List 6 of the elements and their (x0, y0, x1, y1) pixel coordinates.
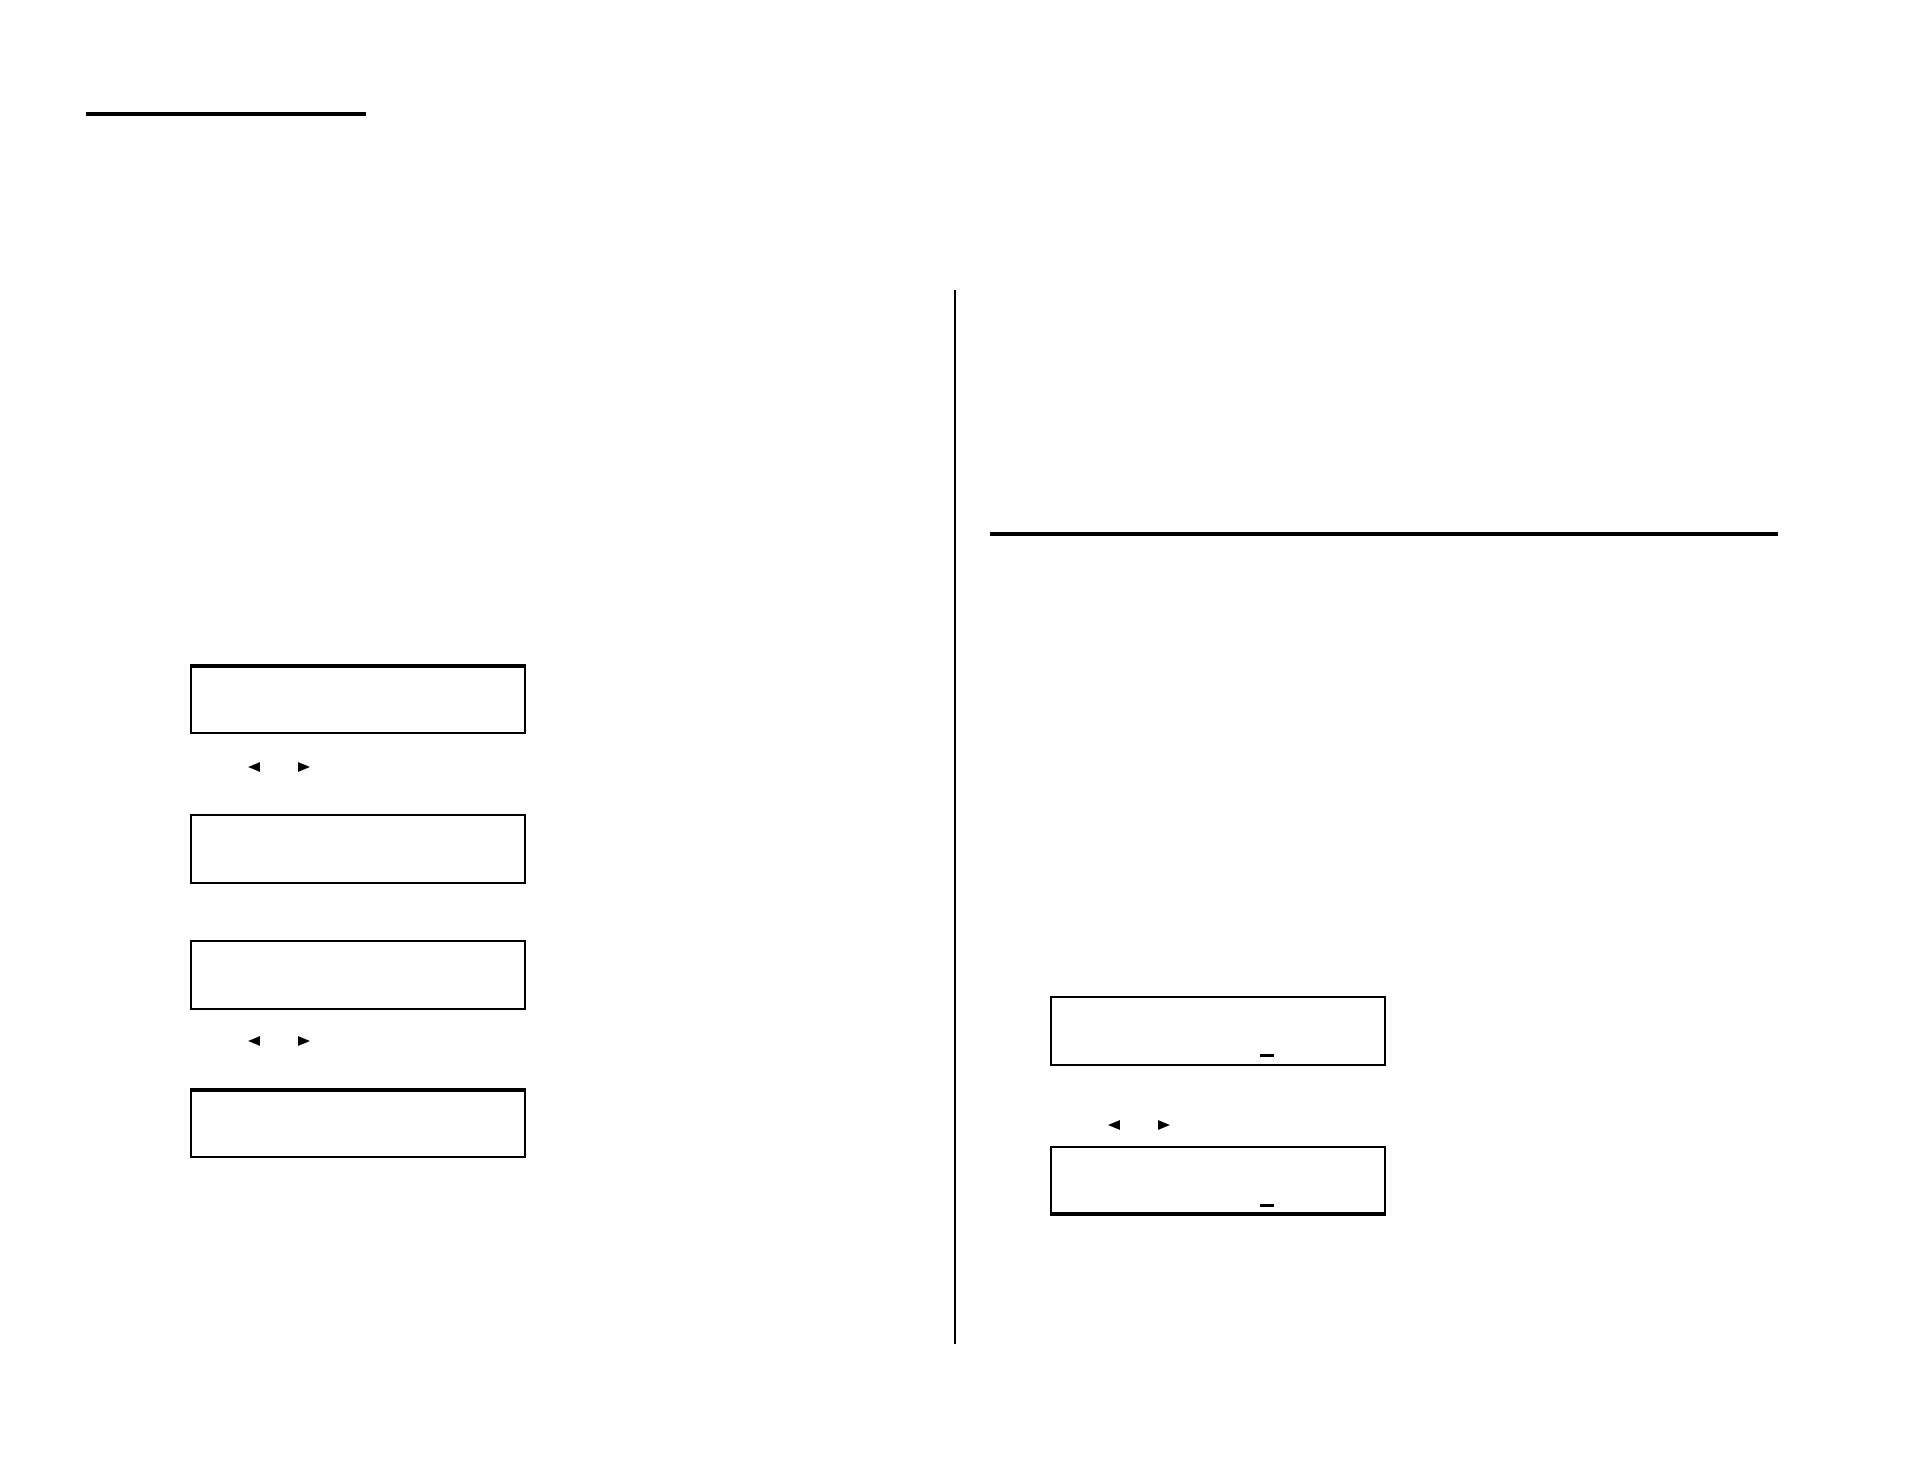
lcd-display (190, 1088, 526, 1158)
lcd-display (190, 940, 526, 1010)
lcd-display (190, 814, 526, 884)
lcd-display (1050, 996, 1386, 1066)
lcd-display (1050, 1146, 1386, 1216)
lcd-display (190, 664, 526, 734)
